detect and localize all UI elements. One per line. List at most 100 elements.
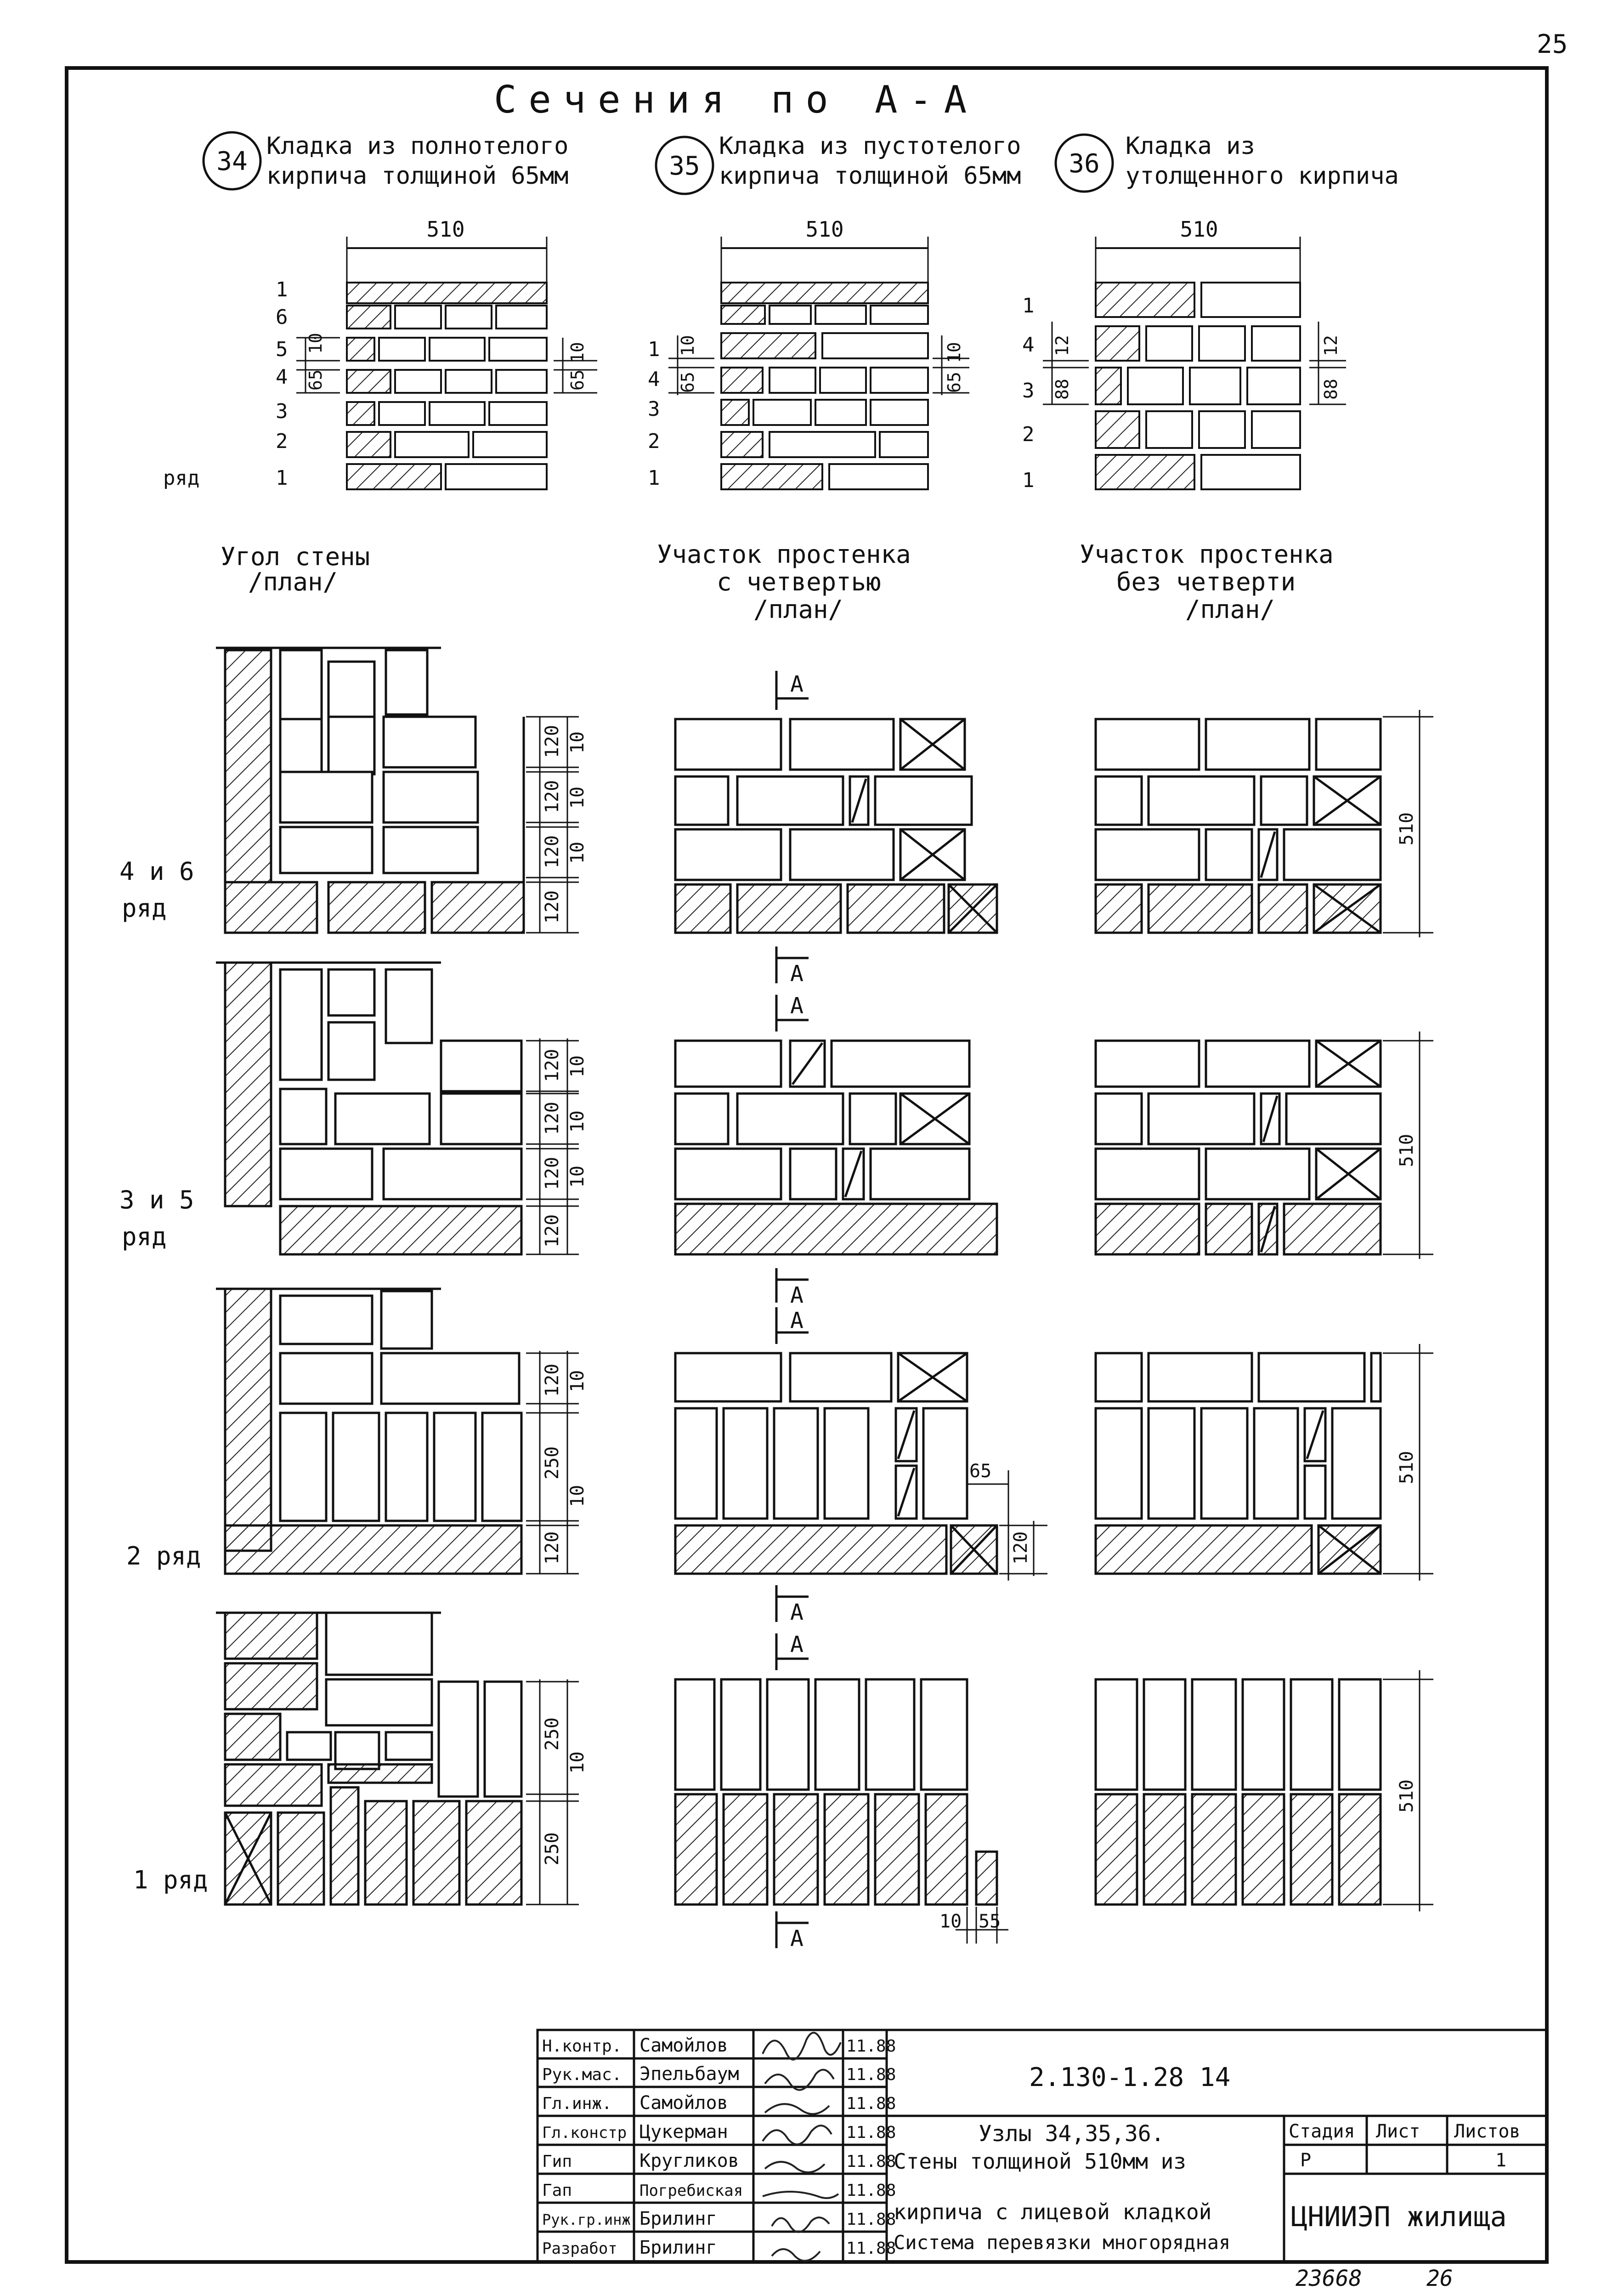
pier-noquarter-dim-510-c: 510 (1396, 1451, 1417, 1484)
pier-quarter-row-2 (674, 1352, 998, 1575)
corner-r46-dim-120-c: 120 (542, 835, 563, 868)
stamp-rows: Н.контр. Самойлов 11.88 Рук.мас. Эпельба… (542, 2035, 896, 2258)
stage-label: Стадия (1289, 2121, 1355, 2142)
section-34-width: 510 (426, 217, 464, 242)
sheet-label: Лист (1376, 2121, 1420, 2142)
node-35-line1: Кладка из пустотелого (719, 132, 1021, 160)
section-35-dim-10-right: 10 (944, 342, 964, 363)
section-34-row-4: 4 (276, 365, 288, 389)
node-36-header: 36 Кладка из утолщенного кирпича (1054, 132, 1399, 193)
row-label-4-6: 4 и 6 (119, 857, 194, 886)
corner-r2-dim-10-b: 10 (567, 1485, 588, 1507)
section-mark-a-6: А (790, 1599, 804, 1625)
corner-plan-row-1 (216, 1611, 523, 1906)
row-label-3-5-ryad: ряд (122, 1222, 167, 1251)
row-label-3-5: 3 и 5 (119, 1185, 194, 1214)
section-34-row-3: 3 (276, 400, 288, 423)
stamp-date-3: 11.88 (846, 2094, 896, 2113)
row-label-1: 1 ряд (133, 1865, 208, 1894)
node-36-circle (1054, 133, 1114, 193)
page-number: 25 (1537, 29, 1567, 59)
section-mark-a-1: А (790, 671, 804, 697)
pier-quarter-dim-65: 65 (969, 1461, 991, 1482)
ryad-label: ряд (163, 466, 199, 490)
corner-r2-dim-250: 250 (542, 1446, 563, 1479)
pier-noquarter-rows-3-5 (1094, 1039, 1382, 1256)
stamp-date-7: 11.88 (846, 2210, 896, 2229)
pier-noquarter-dim-510-b: 510 (1396, 1134, 1417, 1167)
section-34-row-1-top: 1 (276, 278, 288, 301)
section-34-row-1: 1 (276, 466, 288, 490)
stamp-role-6: Гап (542, 2181, 572, 2200)
corner-r35-dim-10-a: 10 (567, 1055, 588, 1077)
section-34-dim-10-right: 10 (567, 342, 588, 363)
stamp-name-1: Самойлов (639, 2035, 728, 2056)
section-36-row-1-top: 1 (1022, 294, 1035, 317)
section-34-dim-65-left: 65 (306, 369, 326, 391)
stamp-role-8: Разработ (542, 2239, 617, 2258)
pier-quarter-dim-10: 10 (939, 1911, 962, 1932)
node-34-line1: Кладка из полнотелого (266, 132, 568, 160)
corner-plan-row-2 (216, 1287, 523, 1575)
pier-noquarter-row-2 (1094, 1352, 1382, 1575)
node-35-header: 35 Кладка из пустотелого кирпича толщино… (655, 132, 1021, 195)
corner-r1-dim-250-b: 250 (542, 1832, 563, 1865)
organization-name: ЦНИИЭП жилища (1291, 2201, 1507, 2233)
sheets-label: Листов (1454, 2121, 1521, 2142)
section-36-row-2: 2 (1022, 423, 1035, 446)
pier-quarter-dim-55: 55 (979, 1911, 1001, 1932)
corner-r35-dim-120-d: 120 (542, 1214, 563, 1247)
stamp-date-2: 11.88 (846, 2065, 896, 2084)
stamp-name-3: Самойлов (639, 2092, 728, 2114)
corner-r2-dim-120-b: 120 (542, 1531, 563, 1564)
drawing-title-2: Стены толщиной 510мм из (894, 2149, 1186, 2174)
plan-subtitle-corner: /план/ (248, 567, 338, 596)
pier-quarter-row-1-dims (956, 1907, 1008, 1944)
section-35-width: 510 (805, 217, 843, 242)
plan-title-pier-with-quarter: Участок простенка (657, 540, 911, 569)
section-34-row-5: 5 (276, 338, 288, 361)
section-36-dim-12-left: 12 (1052, 335, 1072, 356)
signature-scribbles (762, 2032, 842, 2262)
corner-r35-dim-120-c: 120 (542, 1157, 563, 1190)
section-36: 510 1 4 3 2 1 (1022, 217, 1346, 492)
section-mark-a-2: А (790, 961, 804, 986)
pier-noquarter-rows-4-6 (1094, 718, 1382, 934)
section-mark-a-3: А (790, 993, 804, 1019)
corner-dims-rows-3-5 (526, 1038, 579, 1255)
corner-r46-dim-120-a: 120 (542, 725, 563, 758)
section-34-row-2: 2 (276, 430, 288, 453)
plan-subtitle-pier-with-quarter: с четвертью (717, 567, 881, 596)
stamp-name-2: Эпельбаум (639, 2063, 739, 2085)
corner-dims-rows-4-6 (526, 716, 579, 934)
section-35-dim-65-left: 65 (678, 372, 698, 393)
stamp-role-4: Гл.констр (542, 2124, 627, 2142)
plan-title-pier-without-quarter: Участок простенка (1080, 540, 1334, 569)
node-36-line2: утолщенного кирпича (1126, 162, 1399, 190)
stamp-date-6: 11.88 (846, 2181, 896, 2200)
section-34-dim-10-left: 10 (306, 333, 326, 354)
section-mark-a-4: А (790, 1282, 804, 1308)
title-block (536, 2029, 1548, 2263)
document-code: 2.130-1.28 14 (1029, 2063, 1230, 2092)
stamp-name-4: Цукерман (639, 2121, 728, 2143)
section-36-row-3: 3 (1022, 379, 1035, 402)
stamp-date-5: 11.88 (846, 2152, 896, 2171)
section-36-dim-88-right: 88 (1321, 379, 1341, 400)
node-34-header: 34 Кладка из полнотелого кирпича толщино… (202, 131, 568, 191)
corner-r1-dim-10: 10 (567, 1752, 588, 1774)
drawing-title-3: кирпича с лицевой кладкой (894, 2199, 1211, 2224)
corner-r35-dim-120-b: 120 (542, 1102, 563, 1135)
section-35-row-1-top: 1 (648, 338, 660, 361)
stamp-date-4: 11.88 (846, 2123, 896, 2142)
pier-quarter-rows-3-5 (674, 1039, 998, 1256)
drawing-title-1: Узлы 34,35,36. (979, 2121, 1165, 2147)
section-mark-a-5: А (790, 1308, 804, 1333)
section-36-width: 510 (1180, 217, 1218, 242)
node-36-line1: Кладка из (1126, 132, 1255, 160)
section-35-row-3: 3 (648, 397, 660, 421)
section-34-row-6: 6 (276, 306, 288, 329)
plan-note-pier-without-quarter: /план/ (1185, 595, 1275, 624)
section-title: Сечения по А-А (494, 78, 979, 122)
